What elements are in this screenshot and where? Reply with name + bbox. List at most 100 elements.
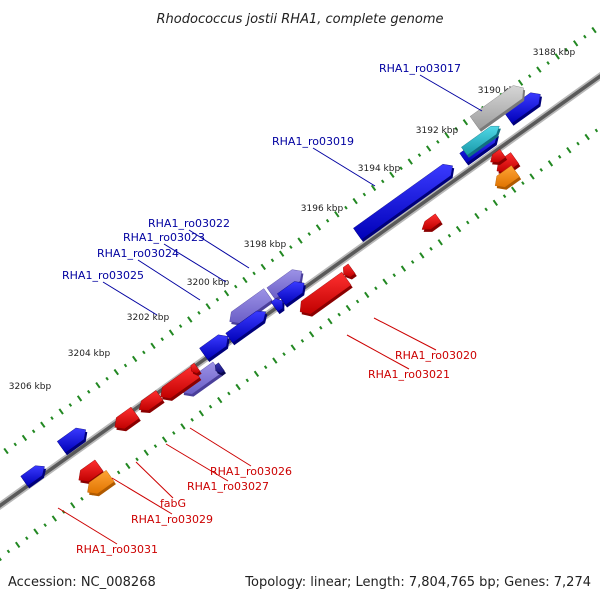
forward-tick-mark xyxy=(95,382,101,389)
reverse-tick-mark xyxy=(566,147,572,154)
forward-tick-mark xyxy=(197,311,201,315)
forward-tick-mark xyxy=(178,324,183,328)
reverse-gene-arrow xyxy=(214,362,225,374)
forward-tick-mark xyxy=(242,276,248,284)
gene-label-leader xyxy=(419,74,483,112)
forward-tick-mark xyxy=(205,303,211,310)
gene-label: RHA1_ro03019 xyxy=(272,135,354,148)
reverse-gene-arrow xyxy=(490,148,506,163)
topology-text: Topology: linear; Length: 7,804,765 bp; … xyxy=(245,575,591,590)
forward-tick-mark xyxy=(297,237,303,244)
forward-tick-mark xyxy=(278,250,285,257)
gene-label-leader xyxy=(137,259,201,301)
forward-tick-mark xyxy=(50,416,54,420)
gene-label: RHA1_ro03027 xyxy=(187,480,269,493)
reverse-tick-mark xyxy=(484,207,488,212)
forward-gene-arrow xyxy=(199,334,229,360)
reverse-tick-mark xyxy=(180,423,186,430)
forward-tick-mark xyxy=(325,218,330,223)
reverse-tick-mark xyxy=(502,194,507,199)
forward-gene-arrow xyxy=(20,465,45,487)
forward-tick-mark xyxy=(389,171,395,178)
forward-gene-arrow xyxy=(266,269,303,300)
reverse-tick-mark xyxy=(364,291,370,299)
coordinate-tick-label: 3202 kbp xyxy=(127,313,170,323)
forward-tick-mark xyxy=(168,329,175,336)
gene-label-leader xyxy=(57,507,118,545)
forward-tick-mark xyxy=(444,132,450,139)
reverse-tick-mark xyxy=(308,331,315,338)
reverse-tick-mark xyxy=(190,417,194,422)
coordinate-tick-label: 3204 kbp xyxy=(68,349,111,359)
reverse-tick-mark xyxy=(125,462,131,470)
gene-layer xyxy=(20,85,542,497)
reverse-tick-mark xyxy=(539,168,544,172)
reverse-tick-mark xyxy=(447,233,452,238)
forward-gene-arrow xyxy=(353,163,453,240)
gene-label: RHA1_ro03020 xyxy=(395,349,477,362)
forward-tick-mark xyxy=(517,79,524,86)
forward-gene-arrow xyxy=(56,427,86,454)
coordinate-tick-label: 3194 kbp xyxy=(358,164,401,174)
reverse-tick-mark xyxy=(25,536,29,541)
reverse-gene-arrow xyxy=(160,365,200,399)
reverse-tick-mark xyxy=(400,265,407,272)
forward-tick-mark xyxy=(150,342,156,349)
gene-label-leader xyxy=(165,443,229,482)
reverse-tick-mark xyxy=(474,212,480,220)
forward-tick-mark xyxy=(289,245,293,249)
forward-tick-mark xyxy=(68,403,73,407)
forward-tick-mark xyxy=(527,74,532,78)
reverse-tick-mark xyxy=(465,220,470,225)
forward-tick-mark xyxy=(260,263,267,271)
reverse-tick-mark xyxy=(419,252,425,259)
forward-gene-arrow xyxy=(461,125,500,156)
gene-label-leader xyxy=(373,317,437,351)
gene-label: RHA1_ro03029 xyxy=(131,513,213,526)
forward-tick-mark xyxy=(352,197,358,205)
forward-tick-mark xyxy=(407,158,413,165)
reverse-tick-mark xyxy=(355,299,360,304)
forward-tick-mark xyxy=(554,53,560,60)
forward-tick-mark xyxy=(142,350,146,355)
forward-tick-mark xyxy=(21,434,28,442)
gene-label: RHA1_ro03031 xyxy=(76,543,158,556)
reverse-tick-mark xyxy=(135,457,139,462)
reverse-tick-mark xyxy=(392,273,397,278)
map-title: Rhodococcus jostii RHA1, complete genome xyxy=(157,12,444,27)
reverse-tick-mark xyxy=(327,318,333,325)
gene-label-leader xyxy=(135,461,174,499)
gene-label: RHA1_ro03017 xyxy=(379,62,461,75)
reverse-tick-mark xyxy=(594,128,599,133)
reverse-tick-mark xyxy=(510,186,517,193)
reverse-gene-arrow xyxy=(78,459,104,482)
reverse-tick-mark xyxy=(521,181,525,185)
forward-tick-mark xyxy=(307,232,312,236)
reverse-tick-mark xyxy=(0,557,2,562)
forward-tick-mark xyxy=(13,442,18,447)
coordinate-tick-label: 3198 kbp xyxy=(244,240,287,250)
forward-tick-mark xyxy=(31,429,36,434)
reverse-tick-mark xyxy=(374,286,378,291)
reverse-tick-mark xyxy=(217,396,223,404)
forward-tick-mark xyxy=(76,395,83,402)
reverse-tick-mark xyxy=(382,278,388,285)
reverse-tick-mark xyxy=(455,225,462,233)
forward-tick-mark xyxy=(334,211,340,218)
reverse-tick-mark xyxy=(557,154,562,159)
reverse-tick-mark xyxy=(437,239,443,246)
forward-tick-mark xyxy=(362,192,367,197)
reverse-gene-arrow xyxy=(114,406,140,430)
reverse-tick-mark xyxy=(33,528,39,535)
forward-tick-mark xyxy=(270,258,275,263)
forward-tick-mark xyxy=(425,145,432,152)
accession-text: Accession: NC_008268 xyxy=(8,575,156,590)
reverse-tick-mark xyxy=(492,199,499,206)
reverse-tick-mark xyxy=(80,496,84,501)
gene-label: RHA1_ro03026 xyxy=(210,465,292,478)
forward-tick-mark xyxy=(215,297,220,302)
forward-tick-mark xyxy=(315,224,322,231)
reverse-tick-mark xyxy=(272,357,278,364)
